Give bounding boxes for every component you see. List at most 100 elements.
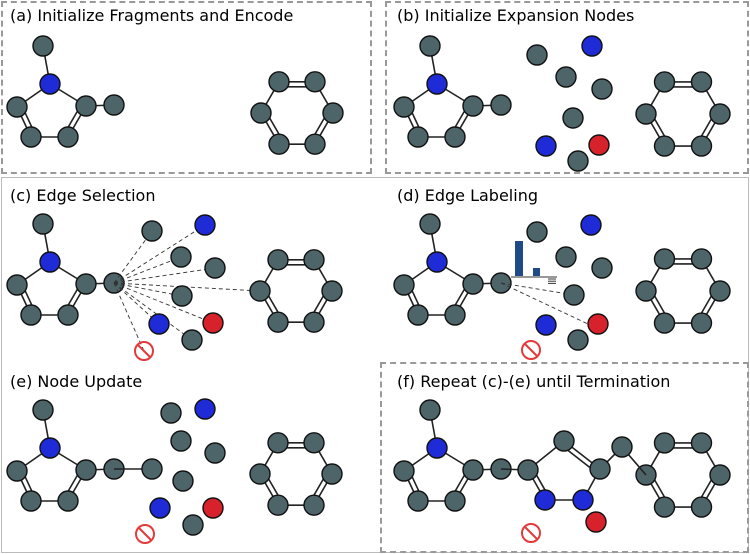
atom-node <box>6 460 28 482</box>
expansion-node <box>148 313 170 335</box>
double-bond-inner <box>653 478 666 499</box>
atom-node <box>444 304 466 326</box>
expansion-node <box>194 214 216 236</box>
expansion-node <box>581 35 603 57</box>
double-bond-inner <box>267 477 280 497</box>
expansion-node <box>141 220 163 242</box>
panel-a-title: (a) Initialize Fragments and Encode <box>10 6 294 25</box>
expansion-node <box>591 257 613 279</box>
expansion-node <box>588 134 610 156</box>
atom-node <box>57 490 79 512</box>
candidate-edge <box>113 256 182 284</box>
panel-b-frame <box>385 1 749 174</box>
expansion-node <box>170 246 192 268</box>
atom-node <box>32 35 54 57</box>
expansion-node <box>204 257 226 279</box>
atom-node <box>393 460 415 482</box>
expansion-node <box>181 329 203 351</box>
atom-node <box>6 96 28 118</box>
atom-node <box>75 95 97 117</box>
double-bond-inner <box>653 294 666 315</box>
atom-node <box>20 490 42 512</box>
candidate-edge <box>113 267 216 284</box>
benzene-atom <box>267 311 289 333</box>
atom-node <box>75 273 97 295</box>
atom-node <box>57 304 79 326</box>
atom-node <box>611 436 633 458</box>
expansion-node <box>202 497 224 519</box>
expansion-node <box>202 312 224 334</box>
double-bond-inner <box>312 294 325 314</box>
candidate-edge <box>113 224 206 284</box>
atom-node <box>462 273 484 295</box>
nitrogen-atom <box>426 251 448 273</box>
benzene-atom <box>690 432 713 454</box>
atom-node <box>407 304 429 326</box>
candidate-edge <box>113 282 145 352</box>
atom-node <box>57 126 79 148</box>
expansion-node <box>580 214 602 236</box>
panel-c-title: (c) Edge Selection <box>10 186 156 205</box>
atom-node <box>32 213 54 235</box>
expansion-node <box>526 221 548 243</box>
benzene-atom <box>249 463 271 485</box>
nitrogen-atom <box>39 251 61 273</box>
expansion-node <box>591 78 613 100</box>
candidate-edge <box>113 282 214 324</box>
atom-node <box>75 459 97 481</box>
atom-node <box>462 459 484 481</box>
panel-f-frame <box>380 362 749 553</box>
double-bond-inner <box>700 117 713 138</box>
double-bond-inner <box>567 449 591 468</box>
expansion-node <box>563 284 585 306</box>
benzene-atom <box>653 432 676 454</box>
atom-node <box>20 304 42 326</box>
candidate-edge <box>113 282 183 297</box>
expansion-node <box>555 246 577 268</box>
prohibited-sign-icon <box>135 524 155 544</box>
double-bond-inner <box>313 116 326 136</box>
benzene-atom <box>250 102 272 124</box>
expansion-node <box>526 44 548 66</box>
benzene-atom <box>267 494 289 516</box>
benzene-atom <box>268 71 290 93</box>
benzene-atom <box>249 280 271 302</box>
benzene-atom <box>709 464 731 486</box>
panel-a-frame <box>1 1 372 174</box>
prohibited-sign-slash <box>137 344 151 358</box>
prohibited-sign-icon <box>521 340 541 360</box>
candidate-edge <box>500 282 575 296</box>
atom-node <box>407 126 429 148</box>
double-bond-inner <box>268 116 281 136</box>
nitrogen-atom <box>426 73 448 95</box>
benzene-atom <box>709 103 731 125</box>
bar-chart-bar <box>533 268 540 276</box>
atom-node <box>419 35 441 57</box>
benzene-atom <box>267 432 289 454</box>
benzene-atom <box>303 494 325 516</box>
benzene-atom <box>267 249 289 271</box>
benzene-atom <box>653 71 676 93</box>
benzene-atom <box>321 280 343 302</box>
expansion-node <box>567 329 589 351</box>
prohibited-sign-icon <box>521 523 541 543</box>
expansion-node <box>160 402 182 424</box>
benzene-atom <box>690 135 713 157</box>
benzene-atom <box>303 311 325 333</box>
benzene-atom <box>303 432 325 454</box>
atom-node <box>407 490 429 512</box>
atom-node <box>20 126 42 148</box>
candidate-edge <box>500 282 589 325</box>
prohibited-sign-slash <box>524 526 538 540</box>
atom-node <box>490 94 512 116</box>
benzene-atom <box>635 103 657 125</box>
panel-d-title: (d) Edge Labeling <box>397 186 538 205</box>
atom-node <box>393 96 415 118</box>
benzene-atom <box>304 71 326 93</box>
expansion-node <box>170 430 192 452</box>
benzene-atom <box>635 280 657 302</box>
nitrogen-atom <box>39 73 61 95</box>
benzene-atom <box>690 312 713 334</box>
expansion-node <box>587 313 609 335</box>
